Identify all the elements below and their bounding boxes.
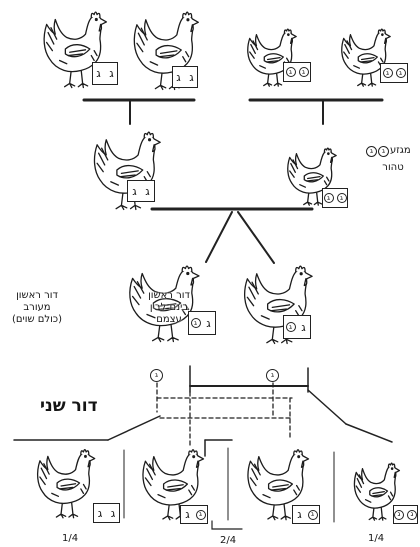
allele-symbol: ג — [407, 509, 417, 520]
genotype-box: ג ג — [380, 63, 408, 83]
allele-symbol: ג — [307, 509, 318, 520]
f2-branch-right — [345, 423, 393, 443]
hen-figure — [37, 449, 96, 519]
genotype-box: ג ג — [393, 505, 418, 524]
legend-text-line1: מגזע — [390, 145, 411, 156]
allele-symbol: ג — [96, 67, 101, 80]
ratio-label: 2/4 — [220, 535, 237, 546]
allele-symbol: ג — [195, 509, 206, 520]
f1-branch-right — [237, 211, 275, 264]
legend-text-line2: טהור — [382, 162, 404, 173]
f2-title: דור שני — [40, 396, 98, 416]
genotype-box: ג ג — [283, 315, 311, 339]
genotype-box: ג ג — [188, 311, 216, 335]
allele-symbol: ג — [336, 193, 347, 203]
ratio-label: 1/4 — [368, 533, 385, 544]
allele-symbol: ג — [109, 67, 114, 80]
allele-symbol: ג — [285, 67, 296, 77]
allele-symbol: ג — [190, 318, 201, 328]
allele-symbol: ג — [110, 506, 116, 520]
allele-symbol: ג — [382, 68, 393, 78]
genotype-box: ג ג — [172, 66, 198, 88]
allele-symbol: ג — [132, 184, 137, 198]
f1-interbred-label: דור ראשון בינם לבין עצמם — [140, 290, 198, 326]
genotype-box: ג ג — [292, 505, 320, 524]
allele-symbol: ג — [206, 316, 211, 330]
allele-symbol: ג — [395, 68, 406, 78]
allele-symbol: ג — [323, 193, 334, 203]
allele-symbol: ג — [185, 508, 190, 521]
ratio-bracket — [211, 520, 243, 530]
label-line: מעורב — [23, 302, 51, 313]
f1-branch-left — [205, 211, 233, 263]
genotype-box: ג ג — [93, 503, 120, 523]
allele-symbol: ג — [297, 508, 302, 521]
purebred-legend: ג ג מגזע טהור — [366, 145, 420, 174]
genotype-box: ג ג — [127, 180, 155, 202]
f2-branch-right — [307, 389, 347, 425]
allele-symbol: ג — [301, 320, 306, 334]
allele-symbol: ג — [378, 145, 389, 157]
allele-symbol: ג — [394, 509, 404, 520]
gamete-symbol: ג — [150, 369, 163, 382]
allele-symbol: ג — [145, 184, 150, 198]
label-line: דור ראשון — [148, 290, 190, 301]
gamete-symbol: ג — [266, 369, 279, 382]
label-line: דור ראשון — [16, 290, 58, 301]
genotype-box: ג ג — [283, 62, 311, 82]
genotype-box: ג ג — [322, 188, 348, 208]
allele-symbol: ג — [189, 70, 194, 84]
f2-branch-left — [107, 415, 161, 441]
allele-symbol: ג — [366, 145, 377, 157]
label-line: עצמם — [156, 314, 182, 325]
genotype-box: ג ג — [92, 62, 118, 85]
f1-crossed-label: דור ראשון מעורב (כולם שוים) — [4, 290, 70, 326]
allele-symbol: ג — [285, 322, 296, 332]
allele-symbol: ג — [298, 67, 309, 77]
ratio-label: 1/4 — [62, 533, 79, 544]
label-line: (כולם שוים) — [12, 314, 62, 325]
allele-symbol: ג — [97, 506, 103, 520]
label-line: בינם לבין — [149, 302, 189, 313]
genotype-box: ג ג — [180, 505, 208, 524]
allele-symbol: ג — [176, 70, 181, 84]
